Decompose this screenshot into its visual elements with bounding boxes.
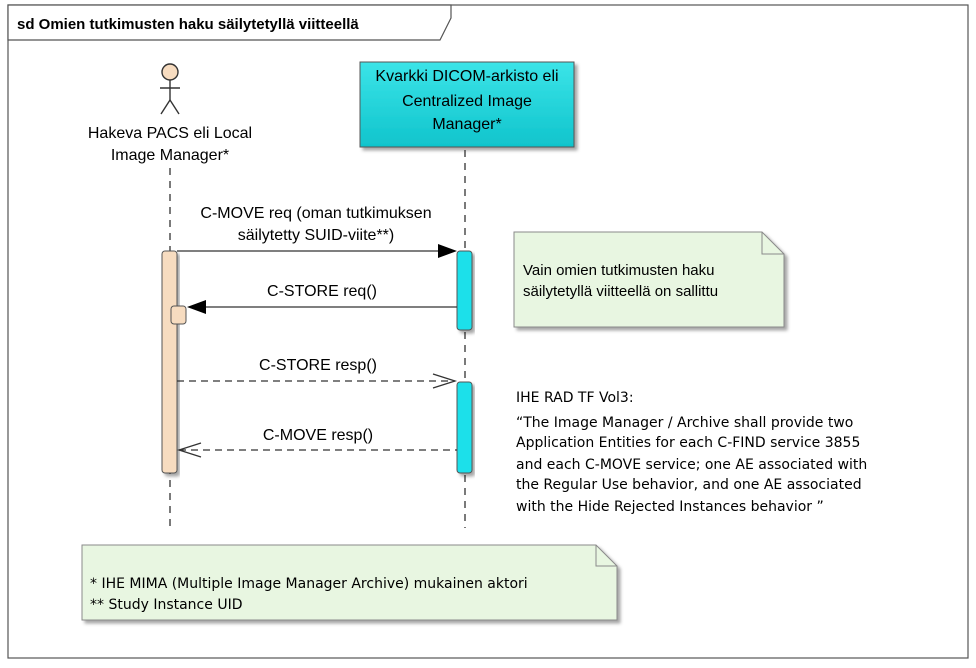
frame-border <box>7 4 969 659</box>
annotation-line-1: IHE RAD TF Vol3: <box>516 390 634 406</box>
annotation-line-5: the Regular Use behavior, and one AE ass… <box>516 477 862 493</box>
note-allowed-query-line-1: Vain omien tutkimusten haku <box>523 262 715 279</box>
note-footnotes-line-2: ** Study Instance UID <box>90 597 242 613</box>
note-allowed-query-line-2: säilytetyllä viitteellä on sallittu <box>523 283 718 300</box>
archive-activation-1 <box>456 250 473 331</box>
note-footnotes <box>81 544 618 621</box>
archive-label-line-3: Manager* <box>432 116 501 133</box>
message-cmove-req-label-line-2: säilytetty SUID-viite**) <box>238 227 394 244</box>
note-allowed-query <box>513 231 785 328</box>
note-footnotes-line-1: * IHE MIMA (Multiple Image Manager Archi… <box>90 576 528 592</box>
archive-label-line-2: Centralized Image <box>402 93 532 110</box>
annotation-line-3: Application Entities for each C-FIND ser… <box>516 435 860 451</box>
message-cstore-req-arrowhead <box>187 300 206 314</box>
archive-lifeline-head <box>359 61 575 148</box>
message-cmove-resp-arrowhead <box>176 442 202 458</box>
annotation-line-4: and each C-MOVE service; one AE associat… <box>516 457 867 473</box>
actor-icon <box>160 63 180 115</box>
archive-activation-2 <box>456 381 473 474</box>
annotation-line-6: with the Hide Rejected Instances behavio… <box>516 499 824 515</box>
archive-label-line-1: Kvarkki DICOM-arkisto eli <box>375 68 558 85</box>
actor-nested-activation <box>170 305 187 325</box>
frame-tab <box>7 4 452 41</box>
actor-label-line-1: Hakeva PACS eli Local <box>88 125 252 142</box>
annotation-line-2: “The Image Manager / Archive shall provi… <box>516 415 853 431</box>
message-cmove-req-arrowhead <box>438 244 457 258</box>
actor-label-line-2: Image Manager* <box>111 147 229 164</box>
frame-title: sd Omien tutkimusten haku säilytetyllä v… <box>17 16 359 33</box>
message-cstore-req-label: C-STORE req() <box>267 283 377 300</box>
actor-activation <box>161 250 178 474</box>
message-cmove-req-label-line-1: C-MOVE req (oman tutkimuksen <box>200 205 431 222</box>
message-cmove-resp-label: C-MOVE resp() <box>263 427 373 444</box>
message-cstore-resp-label: C-STORE resp() <box>259 357 377 374</box>
message-cstore-resp-arrowhead <box>432 373 458 389</box>
